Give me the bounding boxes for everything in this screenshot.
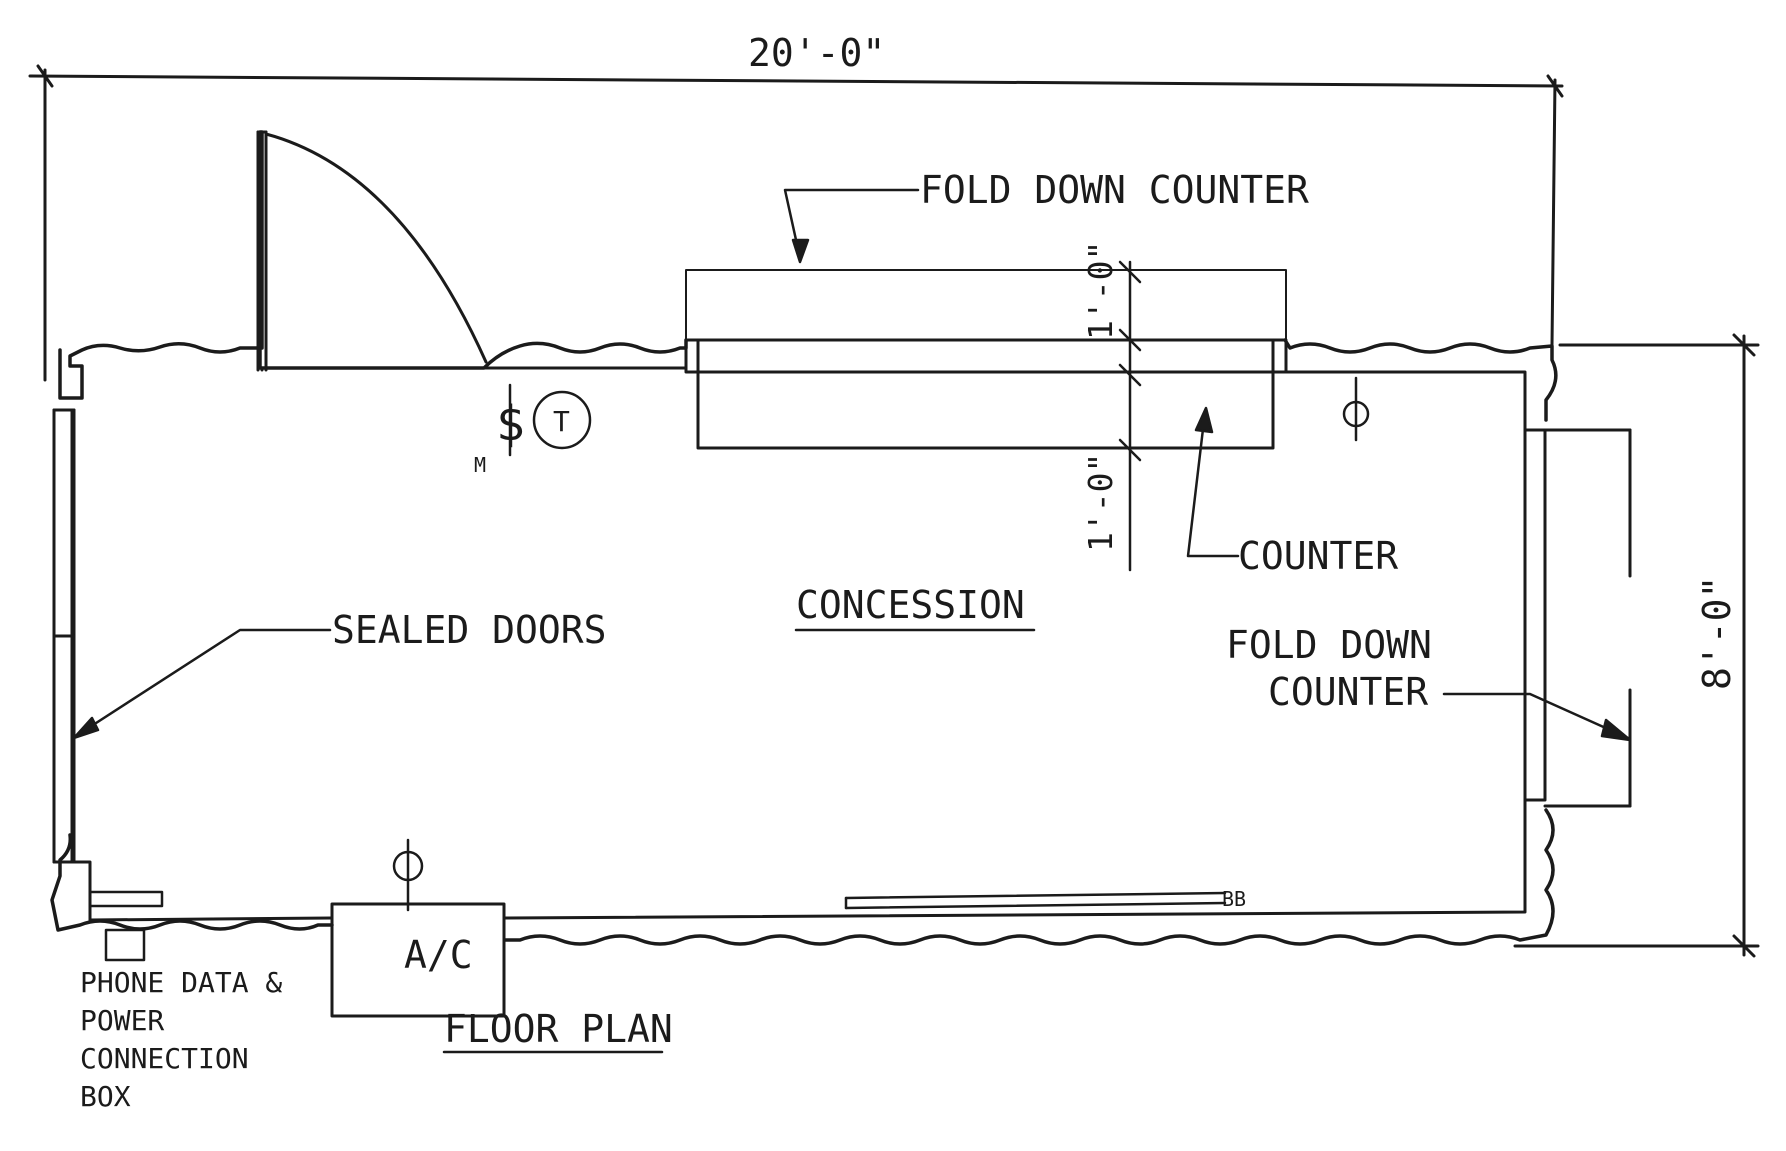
fold-down-counter-right [1523,428,1632,808]
connection-box-label-1: PHONE DATA & [80,966,282,999]
counter-depth-label: 1'-0" [1081,453,1120,552]
switch-subscript-label: M [474,453,486,477]
leader-lines [72,188,1632,742]
drawing-title: FLOOR PLAN [444,1007,673,1051]
sealed-doors [52,408,76,864]
equipment-boxes [88,890,164,962]
sealed-doors-label: SEALED DOORS [332,608,607,652]
fold-down-counter-right-label-1: FOLD DOWN [1226,623,1432,667]
connection-box-label-2: POWER [80,1004,164,1037]
light-switch-label: $ [496,396,525,452]
outlet-top-right-icon [1342,376,1370,442]
counter-depth-dimensions [1118,260,1142,572]
fold-down-counter-top [685,269,1287,341]
fold-down-counter-depth-label: 1'-0" [1081,241,1120,340]
fold-down-counter-right-label-2: COUNTER [1268,670,1428,714]
thermostat-label: T [553,405,570,438]
overall-length-label: 20'-0" [748,31,885,75]
serving-counter [684,338,1288,450]
room-name-label: CONCESSION [796,583,1025,627]
ac-unit [330,902,506,1018]
thermostat-symbol [532,390,592,450]
overall-length-dimension [28,64,1564,382]
baseboard-label: BB [1222,887,1246,911]
counter-label: COUNTER [1238,534,1398,578]
baseboard [844,891,1227,910]
container-interior-wall [70,366,1527,922]
overall-width-label: 8'-0" [1695,576,1739,690]
connection-box-label-3: CONNECTION [80,1042,249,1075]
fold-down-counter-top-label: FOLD DOWN COUNTER [920,168,1309,212]
connection-box-label-4: BOX [80,1080,131,1113]
overall-width-dimension [1513,333,1760,958]
ac-unit-label: A/C [404,933,473,977]
entry-door [256,130,488,372]
outlet-bottom-icon [392,838,424,912]
